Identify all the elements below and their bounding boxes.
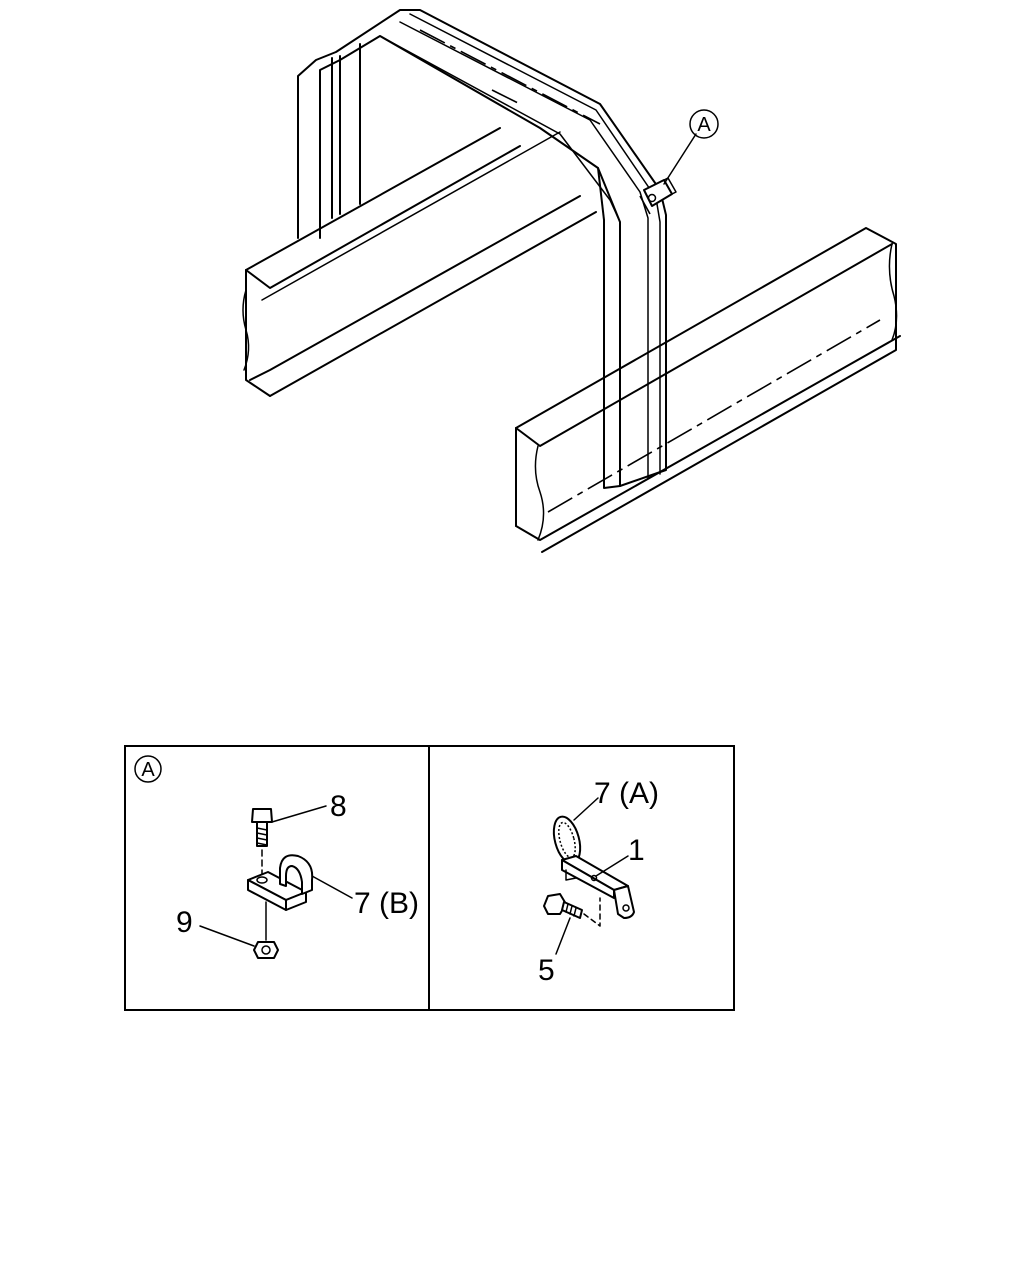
detail-panels: A 8 7 (B) xyxy=(124,745,735,1011)
leader-7a xyxy=(573,797,599,821)
detail-b-panel: 7 (A) 1 5 xyxy=(538,777,659,987)
leader-9 xyxy=(199,925,255,947)
callout-a-main-label: A xyxy=(697,114,711,136)
leader-1 xyxy=(595,855,629,877)
detail-a-ref-label: A xyxy=(141,759,155,781)
detail-a-panel: A 8 7 (B) xyxy=(134,755,419,959)
right-frame-rail xyxy=(515,227,901,553)
part-1-label: 1 xyxy=(628,834,645,867)
part-5-label: 5 xyxy=(538,954,555,987)
detail-a-ref-circle: A xyxy=(134,755,162,783)
bolt-5-axis xyxy=(583,897,601,927)
frame-assembly: A xyxy=(242,9,901,553)
part-7b-label: 7 (B) xyxy=(354,887,419,920)
leader-7b xyxy=(311,875,353,899)
part-7a-label: 7 (A) xyxy=(594,777,659,810)
callout-a-main: A xyxy=(689,109,719,139)
nut-9-icon xyxy=(253,941,279,959)
leader-5 xyxy=(555,917,571,955)
bracket-1-icon xyxy=(561,855,635,919)
part-8-label: 8 xyxy=(330,790,347,823)
clip-on-bracket xyxy=(643,133,697,207)
clip-7b-icon xyxy=(247,854,314,911)
leader-8 xyxy=(271,805,327,823)
bolt-8-icon xyxy=(251,808,273,875)
bolt-5-icon xyxy=(543,893,583,919)
part-9-label: 9 xyxy=(176,906,193,939)
left-frame-rail xyxy=(242,127,597,397)
